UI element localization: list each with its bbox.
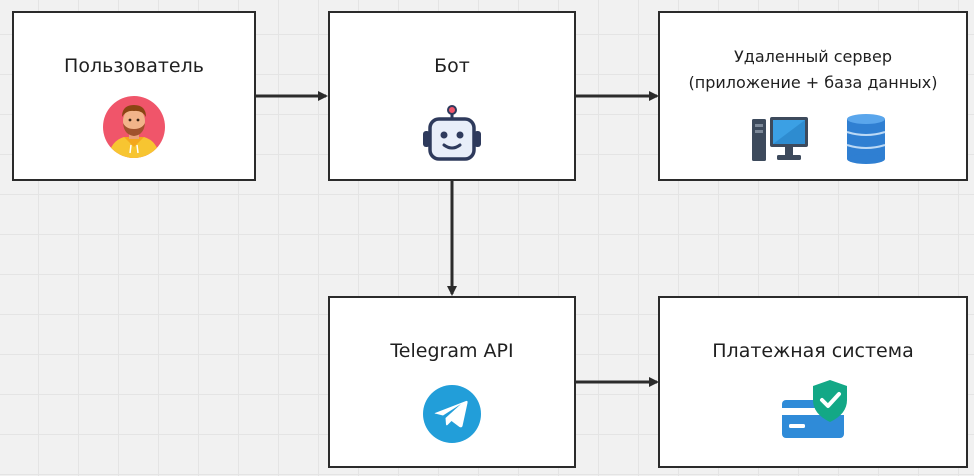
node-payment[interactable]: Платежная система [658, 296, 968, 468]
robot-icon [423, 105, 481, 161]
credit-card-shield-icon [782, 380, 847, 438]
telegram-icon [423, 385, 481, 443]
node-server-label-line2: (приложение + база данных) [688, 73, 938, 92]
desktop-computer-icon [752, 117, 808, 161]
node-server-label-line1: Удаленный сервер [734, 47, 892, 66]
database-icon [846, 114, 886, 164]
node-user-label: Пользователь [64, 55, 204, 77]
node-telegram-label: Telegram API [390, 340, 514, 362]
user-avatar-icon [103, 96, 165, 158]
node-server[interactable]: Удаленный сервер (приложение + база данн… [658, 11, 968, 181]
node-payment-label: Платежная система [712, 340, 914, 362]
node-telegram[interactable]: Telegram API [328, 296, 576, 468]
node-bot-label: Бот [434, 55, 470, 77]
node-user[interactable]: Пользователь [12, 11, 256, 181]
node-bot[interactable]: Бот [328, 11, 576, 181]
